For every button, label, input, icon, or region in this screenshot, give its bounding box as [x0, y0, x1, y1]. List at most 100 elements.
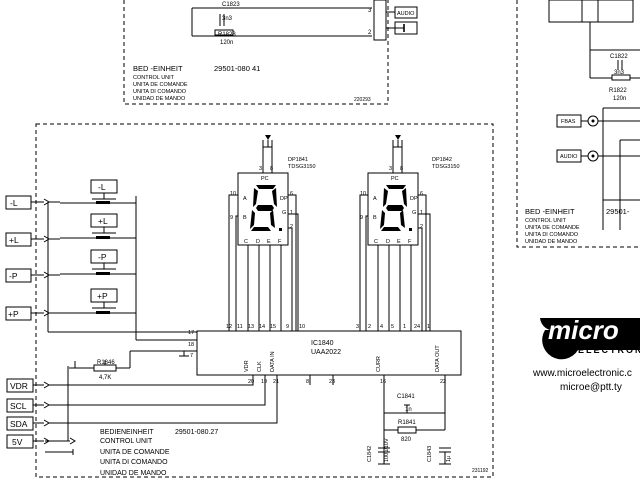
terminal-label: -P	[9, 271, 18, 281]
ic-pin-5: 5	[391, 324, 394, 330]
key-label: +P	[97, 291, 108, 301]
ic1840: IC1840 UAA2022 12 11 13 14 15 9 10 3 2 4…	[188, 324, 462, 385]
c1823-value: 3n3	[222, 16, 233, 22]
ic-pin-10: 10	[299, 324, 305, 330]
title-line-1: BEDIENEINHEIT	[100, 429, 154, 436]
c1822-value: 3n3	[614, 70, 625, 76]
pin-2: 2	[290, 224, 293, 230]
key-plus-l[interactable]: +L	[60, 213, 136, 239]
input-scl[interactable]: SCL	[6, 375, 266, 413]
ic-bottom-network: C1841 1n R1841 820 C1842 100µ/10V C1843 …	[309, 375, 452, 465]
terminal-minus-l[interactable]: -L	[5, 195, 60, 210]
logo-sub: ELECTRONI	[578, 345, 640, 355]
pin-9: 9	[230, 215, 233, 221]
drawing-ref: 220293	[354, 97, 371, 103]
input-sda[interactable]: SDA	[6, 375, 278, 431]
key-label: -L	[98, 182, 106, 192]
input-5v[interactable]: 5V	[6, 366, 69, 449]
pin-8: 8	[270, 166, 273, 172]
r1846: R1846 4,7K	[69, 350, 184, 381]
c1822-label: C1822	[610, 54, 628, 60]
ic-pin-1a: 1	[403, 324, 406, 330]
fbas-label: FBAS	[561, 119, 576, 125]
seg-f: F	[408, 239, 412, 245]
connector-block	[373, 0, 387, 41]
digit-8-glyph	[250, 185, 282, 231]
keypad: -L +L -P	[47, 179, 197, 357]
title-line-3: UNITA DE COMANDE	[133, 82, 188, 88]
key-minus-p[interactable]: -P	[60, 249, 136, 275]
ic-pin-18: 18	[188, 342, 194, 348]
terminal-label: +L	[9, 235, 19, 245]
seg-a: A	[373, 196, 377, 202]
r1846-value: 4,7K	[99, 375, 111, 381]
title-line-2: CONTROL UNIT	[133, 75, 175, 81]
seg-f: F	[278, 239, 282, 245]
ic-pin-17: 17	[188, 330, 194, 336]
seg-e: E	[267, 239, 271, 245]
key-label: -P	[98, 252, 107, 262]
website-text: www.microelectronic.c	[532, 368, 632, 379]
terminal-label: -L	[10, 198, 18, 208]
email-text: microe@ptt.ty	[560, 382, 622, 393]
key-minus-l[interactable]: -L	[60, 179, 136, 204]
terminal-label: +P	[8, 309, 19, 319]
logo-word: micro	[548, 315, 619, 345]
ic-pin-12: 12	[226, 324, 232, 330]
key-label: +L	[98, 216, 108, 226]
ic-vdr-label: VDR	[244, 360, 250, 372]
pin-3: 3	[259, 166, 262, 172]
c1843-label: C1843	[427, 446, 433, 462]
top-right-block: C1822 3n3 R1822 120n FBAS AUDIO BED -EIN…	[516, 0, 640, 248]
terminal-minus-p[interactable]: -P	[5, 268, 60, 283]
ic-dataout-label: DATA OUT	[435, 345, 441, 372]
input-label: 5V	[12, 437, 23, 447]
dp1841-ref: DP1841	[288, 157, 308, 163]
socket-body	[548, 0, 634, 23]
part-number-right: 29501-	[606, 207, 630, 216]
r1841-label: R1841	[398, 420, 416, 426]
ic-pin-13: 13	[248, 324, 254, 330]
ic-pin-7: 7	[190, 353, 193, 359]
seg-g: G	[412, 210, 416, 216]
r1822-label: R1822	[609, 88, 627, 94]
pin-2-label: 2	[368, 30, 372, 36]
top-left-block: C1823 3n3 R1823 120n 3 2 AUDIO BED -EINH…	[123, 0, 418, 105]
ic-pin-2: 2	[368, 324, 371, 330]
c1841-label: C1841	[397, 394, 415, 400]
title-line-4: UNITA DI COMANDO	[133, 89, 187, 95]
input-label: SDA	[10, 419, 28, 429]
pin-1: 1	[420, 210, 423, 216]
key-plus-p[interactable]: +P	[60, 288, 136, 314]
r1822-value: 120n	[613, 96, 626, 102]
drawing-ref: 231192	[472, 468, 489, 474]
ic-pin-20: 20	[248, 379, 254, 385]
ic-pin-21: 21	[273, 379, 279, 385]
title-line-4: UNITA DI COMANDO	[100, 459, 168, 466]
terminal-plus-l[interactable]: +L	[5, 232, 60, 247]
pin-10: 10	[360, 191, 366, 197]
r1841-value: 820	[401, 437, 412, 443]
pin-6: 6	[290, 191, 293, 197]
title-line-1: BED -EINHEIT	[133, 64, 183, 73]
ic-type: UAA2022	[311, 349, 341, 356]
input-vdr[interactable]: VDR	[6, 375, 254, 393]
input-label: VDR	[10, 381, 28, 391]
r1846-label: R1846	[97, 360, 115, 366]
title-line-3: UNITA DE COMANDE	[100, 449, 170, 456]
ic-pin-1b: 1	[427, 324, 430, 330]
pin-6: 6	[420, 191, 423, 197]
ic-pin-16: 16	[380, 379, 386, 385]
title-line-5-right: UNIDAD DE MANDO	[525, 239, 578, 245]
c1842-label: C1842	[367, 446, 373, 462]
display-bus-wiring	[228, 194, 431, 331]
ic-pin-9: 9	[286, 324, 289, 330]
c1823-label: C1823	[222, 2, 240, 8]
r1822-resistor	[611, 74, 631, 81]
seg-d: D	[256, 239, 260, 245]
seg-b: B	[373, 215, 377, 221]
terminal-plus-p[interactable]: +P	[5, 306, 60, 321]
title-line-5: UNIDAD DE MANDO	[133, 96, 186, 102]
pin-10: 10	[230, 191, 236, 197]
